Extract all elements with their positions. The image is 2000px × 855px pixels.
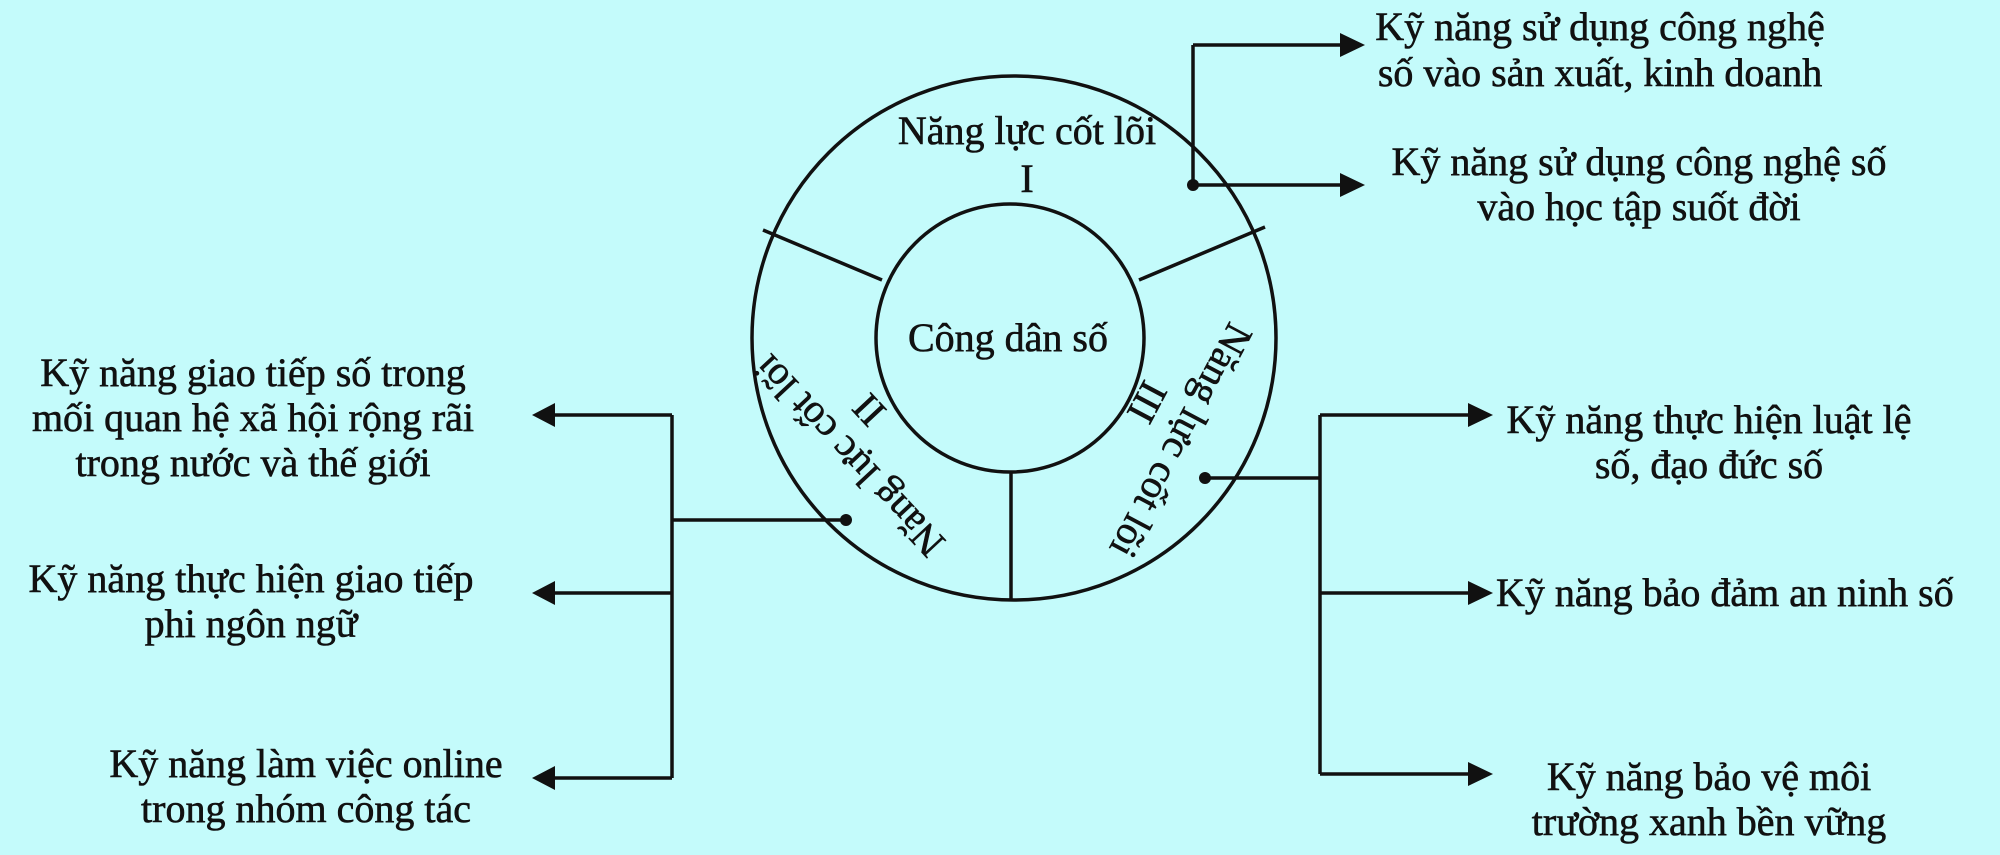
segment-3-label: Năng lực cốt lõi [1101,316,1262,565]
arrow-icon [1340,173,1365,197]
skill-2-1-line-3: trong nước và thế giới [75,440,430,485]
skill-1-2-line-2: vào học tập suốt đời [1477,184,1800,229]
connector-segment-3 [1199,403,1493,786]
skill-3-3-line-1: Kỹ năng bảo vệ môi [1547,754,1871,799]
segment-1-label: Năng lực cốt lõi [898,108,1156,153]
connector-segment-2 [532,403,852,790]
skill-2-1-line-2: mối quan hệ xã hội rộng rãi [32,395,474,440]
center-label: Công dân số [908,315,1108,360]
skill-2-3-line-1: Kỹ năng làm việc online [109,741,502,786]
skill-3-2-line-1: Kỹ năng bảo đảm an ninh số [1496,570,1954,615]
arrow-icon [1468,762,1493,786]
skill-2-2-line-1: Kỹ năng thực hiện giao tiếp [29,556,474,601]
arrow-icon [1468,581,1493,605]
segment-1-numeral: I [1020,156,1033,201]
segment-2-label: Năng lực cốt lõi [744,346,953,566]
arrow-icon [1468,403,1493,427]
skill-1-1-line-1: Kỹ năng sử dụng công nghệ [1375,4,1824,49]
skill-3-1-line-1: Kỹ năng thực hiện luật lệ [1507,397,1912,442]
skill-2-3-line-2: trong nhóm công tác [141,786,471,831]
outer-ring [750,74,1278,602]
skill-2-1-line-1: Kỹ năng giao tiếp số trong [40,350,466,395]
arrow-icon [532,581,555,605]
skill-3-3-line-2: trường xanh bền vững [1532,799,1886,844]
arrow-icon [532,766,555,790]
arrow-icon [532,403,555,427]
skill-2-2-line-2: phi ngôn ngữ [145,601,359,646]
arrow-icon [1340,33,1365,57]
divider-upper-left [762,228,883,282]
skill-1-2-line-1: Kỹ năng sử dụng công nghệ số [1392,139,1887,184]
skill-3-1-line-2: số, đạo đức số [1595,442,1823,487]
skill-1-1-line-2: số vào sản xuất, kinh doanh [1378,50,1822,95]
connector-segment-1 [1187,33,1365,197]
divider-upper-right [1138,225,1266,282]
